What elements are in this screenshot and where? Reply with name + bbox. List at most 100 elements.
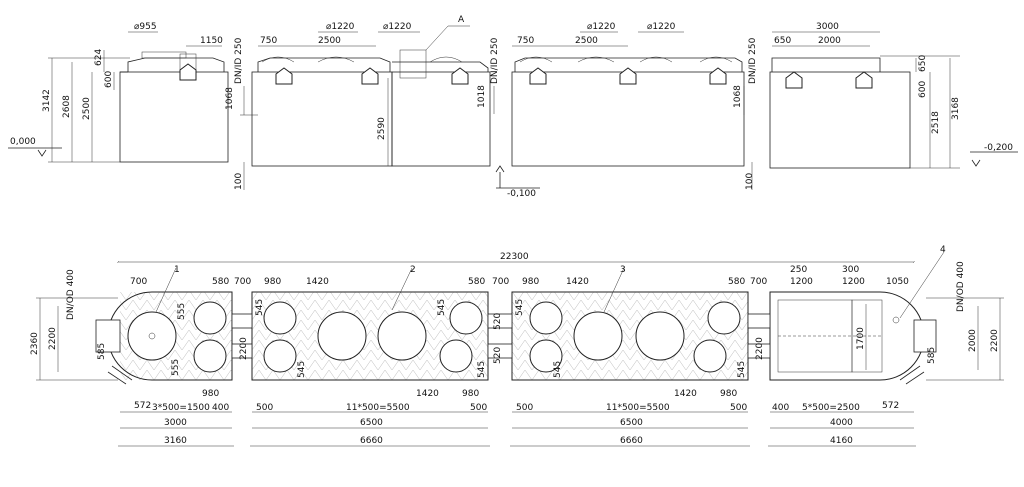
plan-top-580: 580: [212, 277, 229, 287]
plan-top-250: 250: [790, 265, 807, 275]
plan-dn-right: DN/OD 400: [956, 261, 966, 312]
number-4: 4: [940, 245, 946, 255]
plan-top-700-b: 700: [234, 277, 251, 287]
overall-length: 22300: [500, 252, 529, 262]
plan-2200-b: 2200: [239, 337, 249, 360]
height-3142: 3142: [42, 89, 52, 112]
plan-bot-1420-b: 1420: [674, 389, 697, 399]
plan-top-1200-b: 1200: [842, 277, 865, 287]
height-600-r: 600: [918, 81, 928, 98]
elevation-section-2: [251, 56, 393, 167]
plan-bot-6500: 6500: [360, 418, 383, 428]
height-100: 100: [234, 173, 244, 190]
plan-545-a: 545: [255, 299, 265, 316]
top-dim-2500-3: 2500: [575, 36, 598, 46]
manhole-symbol: [179, 63, 197, 81]
plan-520: 520: [493, 313, 503, 330]
plan-bot-500-a: 500: [256, 403, 273, 413]
top-dim-1150: 1150: [200, 36, 223, 46]
plan-545-b: 545: [297, 361, 307, 378]
plan-top-700-c: 700: [492, 277, 509, 287]
plan-bot-500-c: 500: [516, 403, 533, 413]
plan-bot-3160: 3160: [164, 436, 187, 446]
plan-bot-500-b: 500: [470, 403, 487, 413]
plan-top-1200-a: 1200: [790, 277, 813, 287]
plan-520-b: 520: [493, 347, 503, 364]
height-600: 600: [104, 71, 114, 88]
plan-bot-980-b: 980: [462, 389, 479, 399]
plan-bot-4000: 4000: [830, 418, 853, 428]
dn-label-3: DN/ID 250: [490, 37, 500, 84]
level-mark-mid: -0,100: [495, 165, 540, 199]
plan-bottom-dims: [118, 411, 916, 447]
level-left-label: 0,000: [10, 137, 36, 147]
plan-555-a: 555: [177, 303, 187, 320]
number-3: 3: [620, 265, 626, 275]
plan-top-1420: 1420: [306, 277, 329, 287]
plan-dn-left: DN/OD 400: [66, 269, 76, 320]
plan-545-g: 545: [737, 361, 747, 378]
plan-bot-6660: 6660: [360, 436, 383, 446]
plan-bot-11x500-b: 11*500=5500: [606, 403, 670, 413]
plan-top-580-c: 580: [728, 277, 745, 287]
height-650: 650: [918, 55, 928, 72]
plan-545-c: 545: [437, 299, 447, 316]
level-right-label: -0,200: [984, 143, 1013, 153]
top-dim-1220-a: ⌀1220: [326, 22, 355, 32]
plan-1700: 1700: [856, 327, 866, 350]
plan-bot-3000: 3000: [164, 418, 187, 428]
elevation-section-4: [769, 57, 911, 169]
plan-connectors: [95, 313, 937, 385]
manhole-symbol: [275, 67, 293, 85]
top-dim-750: 750: [260, 36, 277, 46]
manhole-symbol: [709, 67, 727, 85]
plan-2000: 2000: [968, 329, 978, 352]
height-1018: 1018: [477, 85, 487, 108]
plan-manholes: [127, 301, 900, 373]
manhole-symbol: [361, 67, 379, 85]
top-dim-2000: 2000: [818, 36, 841, 46]
plan-top-1050: 1050: [886, 277, 909, 287]
manhole-symbol: [529, 67, 547, 85]
top-dim-1220-d: ⌀1220: [647, 22, 676, 32]
manhole-symbol: [451, 67, 469, 85]
height-2518: 2518: [931, 111, 941, 134]
plan-545-f: 545: [553, 361, 563, 378]
plan-bot-4160: 4160: [830, 436, 853, 446]
plan-leaders: [155, 251, 945, 319]
plan-572: 572: [134, 401, 151, 411]
plan-top-580-b: 580: [468, 277, 485, 287]
plan-585-r: 585: [927, 347, 937, 364]
level-mark-left: 0,000: [8, 137, 62, 157]
plan-bot-6660-b: 6660: [620, 436, 643, 446]
top-dim-650: 650: [774, 36, 791, 46]
elevation-right-dims: [880, 55, 960, 169]
elevation-s2-dims: [240, 78, 389, 190]
dn-label-4: DN/ID 250: [748, 37, 758, 84]
plan-545-d: 545: [477, 361, 487, 378]
number-1: 1: [174, 265, 180, 275]
top-dim-1220-c: ⌀1220: [587, 22, 616, 32]
height-624: 624: [94, 49, 104, 66]
plan-top-980-b: 980: [522, 277, 539, 287]
elevation-section-1: [119, 51, 229, 163]
height-2590: 2590: [377, 117, 387, 140]
plan-bot-400: 400: [212, 403, 229, 413]
plan-top-700-d: 700: [750, 277, 767, 287]
height-2500: 2500: [82, 97, 92, 120]
top-dim-955: ⌀955: [134, 22, 157, 32]
plan-right-dims: [865, 297, 1004, 381]
plan-top-700: 700: [130, 277, 147, 287]
number-2: 2: [410, 265, 416, 275]
detail-a-box: [399, 49, 427, 79]
plan-545-e: 545: [515, 299, 525, 316]
plan-bot-400-b: 400: [772, 403, 789, 413]
plan-bot-11x500: 11*500=5500: [346, 403, 410, 413]
plan-bot-980: 980: [202, 389, 219, 399]
height-1068-b: 1068: [733, 85, 743, 108]
plan-bot-3x500: 3*500=1500: [152, 403, 210, 413]
manhole-symbol: [855, 71, 873, 89]
elevation-section-2b: [391, 49, 491, 167]
top-dim-2500: 2500: [318, 36, 341, 46]
height-3168: 3168: [951, 97, 961, 120]
